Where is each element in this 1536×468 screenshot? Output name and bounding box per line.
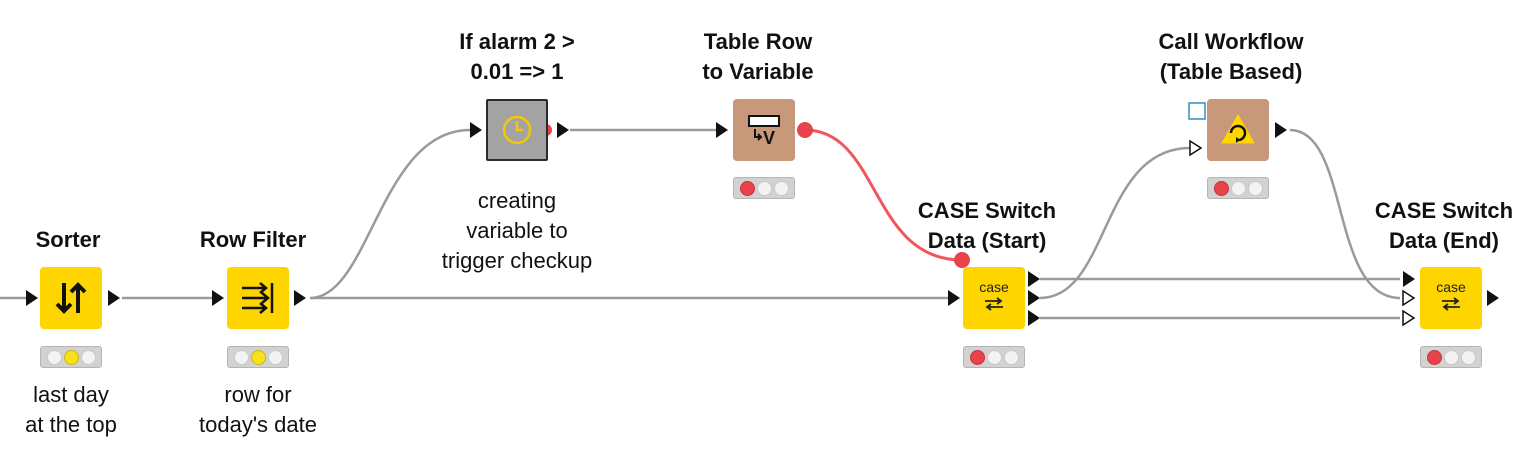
call-workflow-flow-variable-port[interactable] <box>1188 102 1206 120</box>
row-filter-node[interactable] <box>227 267 289 329</box>
switch-arrows-icon <box>985 297 1003 311</box>
table-row-variable-output-port[interactable] <box>797 122 813 138</box>
if-alarm-input-port[interactable] <box>470 122 482 138</box>
sorter-output-port[interactable] <box>108 290 120 306</box>
case-start-node[interactable]: case <box>963 267 1025 329</box>
row-filter-status <box>227 346 289 368</box>
if-alarm-output-port[interactable] <box>557 122 569 138</box>
case-start-status <box>963 346 1025 368</box>
if-alarm-desc-line3: trigger checkup <box>441 248 593 273</box>
switch-arrows-icon <box>1442 297 1460 311</box>
connection-row-filter-to-if-alarm <box>309 128 471 300</box>
if-alarm-node[interactable] <box>486 99 548 161</box>
variable-connection-table-row-to-case-start <box>804 128 963 262</box>
table-row-to-variable-status <box>733 177 795 199</box>
table-row-input-port[interactable] <box>716 122 728 138</box>
case-end-node[interactable]: case <box>1420 267 1482 329</box>
sorter-desc-line1: last day <box>33 382 109 407</box>
case-start-output-port-top[interactable] <box>1028 271 1040 287</box>
status-light-green <box>774 181 789 196</box>
row-filter-output-port[interactable] <box>294 290 306 306</box>
status-light-green <box>268 350 283 365</box>
case-end-icon-label: case <box>1436 279 1466 295</box>
sorter-input-port[interactable] <box>26 290 38 306</box>
call-workflow-title-line2: (Table Based) <box>1159 59 1303 84</box>
case-end-title-line1: CASE Switch <box>1374 198 1514 223</box>
status-light-red <box>970 350 985 365</box>
status-light-red <box>234 350 249 365</box>
status-light-yellow <box>251 350 266 365</box>
status-light-red <box>740 181 755 196</box>
status-light-green <box>1248 181 1263 196</box>
row-filter-desc-line2: today's date <box>199 412 317 437</box>
status-light-yellow <box>1231 181 1246 196</box>
case-start-output-port-middle[interactable] <box>1028 290 1040 306</box>
case-end-input-port-top[interactable] <box>1403 271 1415 287</box>
table-row-to-variable-title-line1: Table Row <box>703 29 813 54</box>
row-filter-desc-line1: row for <box>224 382 292 407</box>
row-filter-title: Row Filter <box>199 227 307 252</box>
clock-icon <box>502 115 532 145</box>
case-start-icon-label: case <box>979 279 1009 295</box>
svg-text:V: V <box>763 128 775 148</box>
case-start-input-port[interactable] <box>948 290 960 306</box>
status-light-yellow <box>987 350 1002 365</box>
row-filter-input-port[interactable] <box>212 290 224 306</box>
case-start-output-port-bottom[interactable] <box>1028 310 1040 326</box>
sort-arrows-icon <box>55 282 87 314</box>
if-alarm-title-line2: 0.01 => 1 <box>470 59 564 84</box>
call-workflow-title-line1: Call Workflow <box>1158 29 1304 54</box>
call-workflow-input-port[interactable] <box>1189 139 1203 157</box>
case-end-input-port-bottom[interactable] <box>1402 309 1416 327</box>
status-light-yellow <box>64 350 79 365</box>
if-alarm-title-line1: If alarm 2 > <box>459 29 575 54</box>
case-end-title-line2: Data (End) <box>1389 228 1499 253</box>
connection-case-start-middle-to-call-workflow <box>1039 146 1191 300</box>
sorter-status <box>40 346 102 368</box>
table-row-to-variable-node[interactable]: V <box>733 99 795 161</box>
status-light-yellow <box>757 181 772 196</box>
table-to-variable-icon: V <box>748 115 780 148</box>
sorter-title: Sorter <box>35 227 101 252</box>
case-start-variable-input-port[interactable] <box>954 252 970 268</box>
if-alarm-desc-line1: creating <box>477 188 557 213</box>
case-end-input-port-middle[interactable] <box>1402 289 1416 307</box>
call-workflow-icon <box>1221 113 1255 144</box>
status-light-yellow <box>1444 350 1459 365</box>
status-light-green <box>1004 350 1019 365</box>
call-workflow-status <box>1207 177 1269 199</box>
status-light-red <box>1427 350 1442 365</box>
call-workflow-output-port[interactable] <box>1275 122 1287 138</box>
connection-call-workflow-to-case-end <box>1289 128 1401 300</box>
case-end-status <box>1420 346 1482 368</box>
case-start-title-line1: CASE Switch <box>917 198 1057 223</box>
status-light-red <box>1214 181 1229 196</box>
call-workflow-node[interactable] <box>1207 99 1269 161</box>
status-light-green <box>81 350 96 365</box>
sorter-desc-line2: at the top <box>25 412 117 437</box>
status-light-green <box>1461 350 1476 365</box>
status-light-red <box>47 350 62 365</box>
case-start-title-line2: Data (Start) <box>927 228 1047 253</box>
row-filter-icon <box>242 282 274 314</box>
sorter-node[interactable] <box>40 267 102 329</box>
case-end-output-port[interactable] <box>1487 290 1499 306</box>
table-row-to-variable-title-line2: to Variable <box>702 59 814 84</box>
if-alarm-desc-line2: variable to <box>466 218 568 243</box>
